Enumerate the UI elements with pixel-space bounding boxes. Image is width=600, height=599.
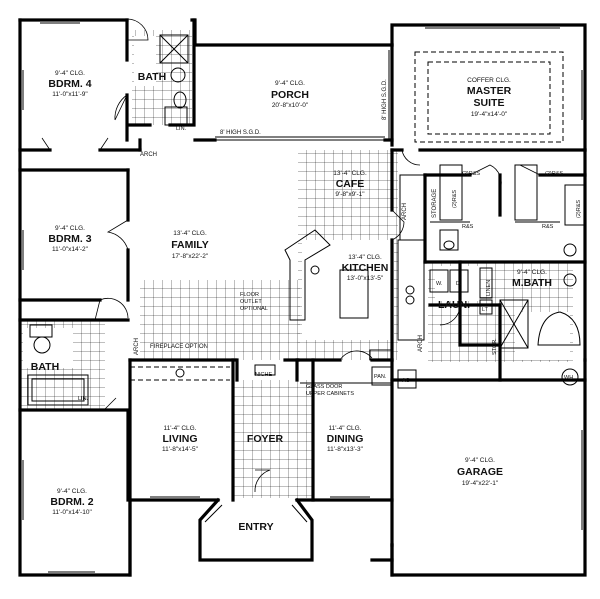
mbath-ceiling: 9'-4" CLG. — [517, 269, 547, 276]
rs-label-2: (2)R&S — [452, 190, 458, 208]
floor-outlet-2: OUTLET — [240, 299, 262, 305]
interior-walls — [18, 18, 587, 547]
living-name: LIVING — [162, 433, 197, 445]
bdrm4-ceiling: 9'-4" CLG. — [55, 70, 85, 77]
fireplace-label: FIREPLACE OPTION — [150, 344, 208, 350]
details — [19, 19, 586, 576]
rs-label-5: R&S — [462, 224, 474, 230]
cafe-name: CAFE — [336, 178, 365, 190]
arch-laun-label: ARCH — [418, 335, 424, 352]
bdrm3-dimensions: 11'-0"x14'-2" — [52, 246, 89, 253]
kitchen-ceiling: 13'-4" CLG. — [348, 254, 382, 261]
master-name-2: SUITE — [474, 97, 505, 109]
porch-ceiling: 9'-4" CLG. — [275, 80, 305, 87]
door-swings — [41, 18, 541, 493]
room-bdrm3: 9'-4" CLG. BDRM. 3 11'-0"x14'-2" — [48, 225, 91, 253]
washer-label: W. — [436, 281, 443, 287]
bdrm4-dimensions: 11'-0"x11'-9" — [52, 91, 88, 98]
floor-outlet-3: OPTIONAL — [240, 306, 268, 312]
room-master-suite: COFFER CLG. MASTER SUITE 19'-4"x14'-0" — [467, 77, 512, 118]
porch-name: PORCH — [271, 89, 309, 101]
room-garage: 9'-4" CLG. GARAGE 19'-4"x22'-1" — [457, 457, 503, 487]
dining-name: DINING — [327, 433, 364, 445]
stor-label: STOR. — [492, 338, 498, 355]
lin-mid-label: LIN. — [78, 396, 89, 402]
dryer-label: D. — [456, 281, 462, 287]
garage-name: GARAGE — [457, 466, 503, 478]
rs-label-1: (2)R&S — [462, 171, 480, 177]
bdrm2-ceiling: 9'-4" CLG. — [57, 488, 87, 495]
bdrm3-name: BDRM. 3 — [48, 233, 91, 245]
ac-label: AC — [402, 378, 410, 384]
arch-cafe-label: ARCH — [402, 203, 408, 220]
foyer-name: FOYER — [247, 433, 284, 445]
master-name-1: MASTER — [467, 85, 512, 97]
family-dimensions: 17'-8"x22'-2" — [172, 253, 209, 260]
room-family: 13'-4" CLG. FAMILY 17'-8"x22'-2" — [171, 230, 209, 260]
lt-label: LT — [482, 307, 489, 313]
niche-label: NICHE — [255, 372, 272, 378]
bdrm2-dimensions: 11'-0"x14'-10" — [52, 509, 92, 516]
glass-door-label-2: UPPER CABINETS — [306, 391, 354, 397]
family-name: FAMILY — [171, 239, 209, 251]
pan-label: PAN. — [374, 374, 387, 380]
room-porch: 9'-4" CLG. PORCH 20'-8"x10'-0" — [271, 80, 309, 109]
rs-label-4: (2)R&S — [576, 200, 582, 218]
bdrm3-ceiling: 9'-4" CLG. — [55, 225, 85, 232]
bath-mid-name: BATH — [31, 361, 59, 373]
room-bdrm4: 9'-4" CLG. BDRM. 4 11'-0"x11'-9" — [48, 70, 91, 98]
dining-ceiling: 11'-4" CLG. — [328, 425, 361, 432]
room-bdrm2: 9'-4" CLG. BDRM. 2 11'-0"x14'-10" — [50, 488, 93, 516]
mbath-name: M.BATH — [512, 277, 552, 289]
bdrm4-name: BDRM. 4 — [48, 78, 91, 90]
dining-dimensions: 11'-8"x13'-3" — [327, 446, 364, 453]
arch-top-label: ARCH — [140, 152, 157, 158]
bath-top-name: BATH — [138, 71, 166, 83]
cafe-dimensions: 9'-8"x9'-1" — [335, 191, 365, 198]
tile-masks — [23, 36, 570, 368]
porch-dimensions: 20'-8"x10'-0" — [272, 102, 309, 109]
rs-label-3: (2)R&S — [545, 171, 563, 177]
garage-ceiling: 9'-4" CLG. — [465, 457, 495, 464]
garage-dimensions: 19'-4"x22'-1" — [462, 480, 499, 487]
laun-label: LAUN. — [438, 299, 470, 311]
rs-label-6: R&S — [542, 224, 554, 230]
master-dimensions: 19'-4"x14'-0" — [471, 111, 508, 118]
arch-family-label: ARCH — [134, 338, 140, 355]
entry-name: ENTRY — [238, 521, 273, 533]
cafe-ceiling: 13'-4" CLG. — [333, 170, 367, 177]
annotations: LIN. LIN. ARCH 8' HIGH S.G.D. 8' HIGH S.… — [78, 79, 582, 402]
kitchen-dimensions: 13'-0"x13'-5" — [347, 275, 384, 282]
glass-door-label-1: GLASS DOOR — [306, 384, 342, 390]
kitchen-name: KITCHEN — [342, 262, 389, 274]
storage-label: STORAGE — [432, 189, 438, 218]
sgd-vertical-label: 8' HIGH S.G.D. — [382, 79, 388, 120]
living-ceiling: 11'-4" CLG. — [163, 425, 196, 432]
bdrm2-name: BDRM. 2 — [50, 496, 93, 508]
room-kitchen: 13'-4" CLG. KITCHEN 13'-0"x13'-5" — [342, 254, 389, 282]
sgd-label: 8' HIGH S.G.D. — [220, 130, 261, 136]
room-dining: 11'-4" CLG. DINING 11'-8"x13'-3" — [327, 425, 364, 453]
room-cafe: 13'-4" CLG. CAFE 9'-8"x9'-1" — [333, 170, 367, 198]
lin-top-label: LIN. — [176, 126, 187, 132]
room-living: 11'-4" CLG. LIVING 11'-8"x14'-5" — [162, 425, 199, 453]
floor-outlet-1: FLOOR — [240, 292, 259, 298]
master-ceiling: COFFER CLG. — [467, 77, 511, 84]
room-mbath: 9'-4" CLG. M.BATH — [512, 269, 552, 289]
family-ceiling: 13'-4" CLG. — [173, 230, 207, 237]
linen-label: LINEN — [486, 280, 492, 296]
living-dimensions: 11'-8"x14'-5" — [162, 446, 199, 453]
wh-label: WH — [564, 375, 573, 381]
